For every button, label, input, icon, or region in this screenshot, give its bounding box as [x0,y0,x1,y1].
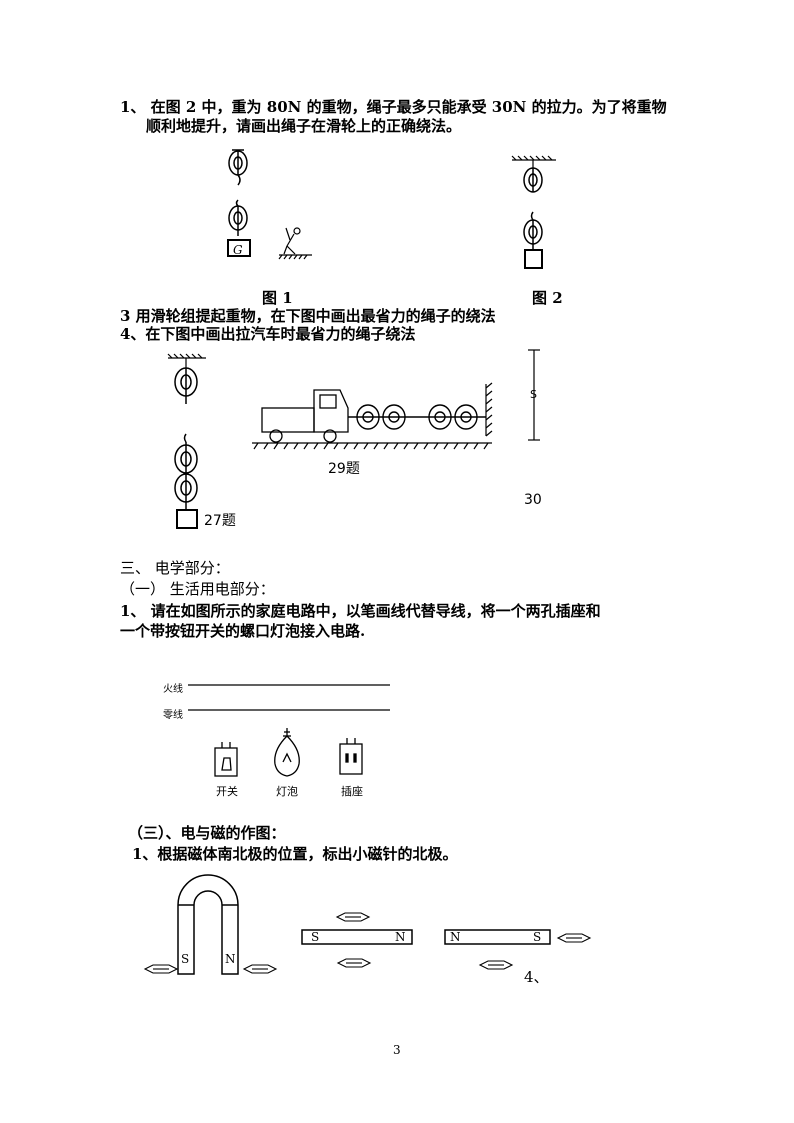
needle-u-right [242,964,278,974]
needle-bar2-bottom [478,960,514,970]
socket-label: 插座 [341,785,363,798]
fig2-caption: 图 2 [532,289,563,307]
neutral-wire-label: 零线 [163,710,183,721]
needle-bar1-bottom [336,958,372,968]
fig27-movable-pulleys [174,433,198,529]
section3-title: 三、 电学部分： [120,559,230,577]
fig1-person-icon [278,227,312,260]
u-magnet [177,874,239,975]
bar1-right-pole: N [395,930,406,944]
bar2-right-pole: S [533,930,542,944]
fig30-label: 30 [524,492,542,508]
fig29-label: 29题 [328,461,360,477]
u-magnet-left-pole: S [181,952,190,966]
fig2-ceiling [511,155,556,168]
q4-text: 4、在下图中画出拉汽车时最省力的绳子绕法 [120,325,416,343]
needle-bar2-right [556,933,592,943]
compass-needles [143,912,592,974]
fig29-pulleys [348,404,486,430]
q1-line2: 顺利地提升，请画出绳子在滑轮上的正确绕法。 [146,117,462,135]
needle-u-left [143,964,179,974]
fig29-ground [252,442,492,450]
circuit-wires [188,684,390,711]
q3-text: 3 用滑轮组提起重物，在下图中画出最省力的绳子的绕法 [120,307,496,325]
bar-magnet-2 [444,929,551,945]
fig29-wall [485,382,493,437]
page-number: 3 [393,1043,401,1057]
switch-icon [214,742,238,777]
bar2-left-pole: N [450,930,461,944]
section3-q1-line1: 1、 请在如图所示的家庭电路中，以笔画线代替导线，将一个两孔插座和 [120,602,601,620]
bulb-label: 灯泡 [276,785,298,798]
fig1-pulley-bottom [227,199,251,257]
fig27-ceiling [167,353,206,368]
fig1-caption: 图 1 [262,289,293,307]
magnet-question: 1、根据磁体南北极的位置，标出小磁针的北极。 [132,845,458,863]
live-wire-label: 火线 [163,684,183,695]
switch-label: 开关 [216,785,238,798]
section3-q1-line2: 一个带按钮开关的螺口灯泡接入电路. [120,622,366,640]
fig1-block-label: G [233,243,243,257]
fig30-bracket [528,349,540,441]
next-item-number: 4、 [524,968,549,986]
fig29-truck [261,389,349,443]
socket-icon [339,738,363,775]
fig2-pulley-bottom [523,211,543,269]
section3-sub1: （一） 生活用电部分： [120,580,275,598]
needle-bar1-top [335,912,371,922]
fig27-label: 27题 [204,513,236,529]
fig1-pulley-top [228,149,248,186]
u-magnet-right-pole: N [225,952,236,966]
fig2-pulley-top [523,167,543,193]
fig27-fixed-pulley [174,367,198,404]
bulb-icon [274,728,300,777]
bar1-left-pole: S [311,930,320,944]
section3-3-title: （三）、电与磁的作图： [128,824,286,842]
q1-line1: 1、 在图 2 中，重为 80N 的重物，绳子最多只能承受 30N 的拉力。为了… [120,98,667,116]
bar-magnet-1 [301,929,413,945]
